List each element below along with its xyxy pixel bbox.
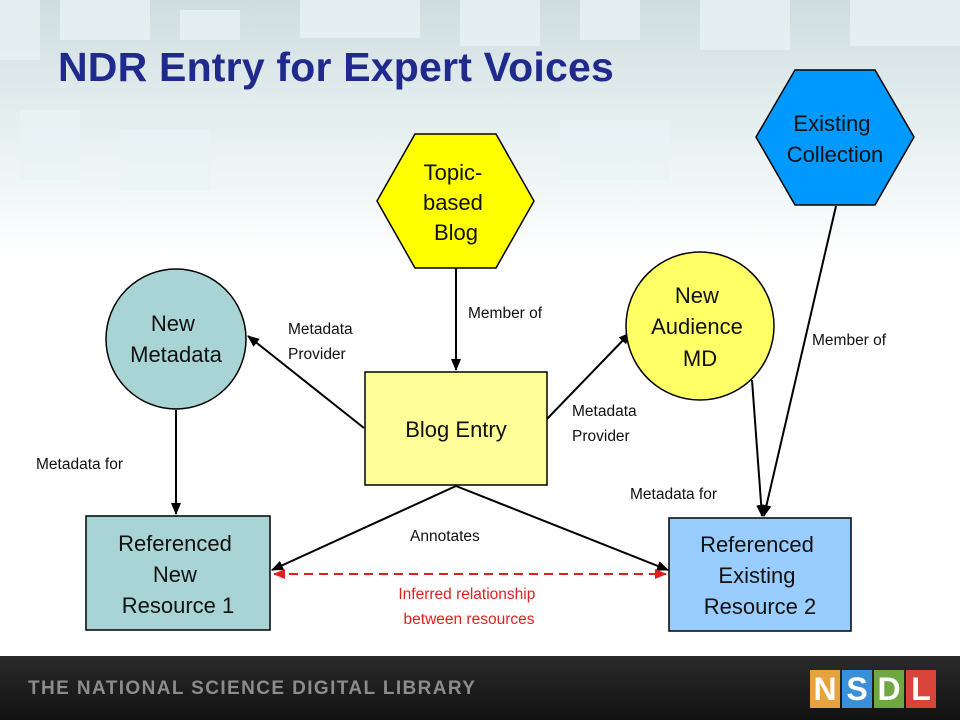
label-metadata-for-right: Metadata for xyxy=(630,486,717,503)
svg-text:Referenced New: Referenced New Resource 1 xyxy=(118,531,238,618)
label-metadata-provider-left: Metadata Provider xyxy=(288,321,357,363)
label-member-of-collection: Member of xyxy=(812,332,887,349)
logo-letter-n: N xyxy=(810,670,840,708)
footer-bar: THE NATIONAL SCIENCE DIGITAL LIBRARY N S… xyxy=(0,656,960,720)
node-new-audience-md: New Audience MD xyxy=(625,251,775,401)
svg-text:New Metadata: New Metadata xyxy=(130,311,222,367)
node-existing-collection: Existing Collection xyxy=(755,69,915,206)
logo-letter-d: D xyxy=(874,670,904,708)
edge-annotates-left xyxy=(271,485,457,571)
node-new-metadata: New Metadata xyxy=(105,268,247,410)
svg-text:Topic- based B: Topic- based Blog xyxy=(423,160,489,245)
node-blog-entry: Blog Entry xyxy=(364,371,548,486)
footer-text: THE NATIONAL SCIENCE DIGITAL LIBRARY xyxy=(28,678,477,699)
node-referenced-existing-resource: Referenced Existing Resource 2 xyxy=(668,517,852,632)
svg-text:New Audience M: New Audience MD xyxy=(651,283,749,371)
edge-metadata-provider-right xyxy=(545,332,631,421)
label-member-of-blog: Member of xyxy=(468,305,543,322)
node-referenced-new-resource: Referenced New Resource 1 xyxy=(85,515,271,631)
label-metadata-for-left: Metadata for xyxy=(36,456,123,473)
label-inferred-relationship: Inferred relationship between resources xyxy=(398,586,539,628)
nsdl-logo: N S D L xyxy=(810,670,938,708)
svg-text:Existing Collection: Existing Collection xyxy=(787,111,884,167)
page-title: NDR Entry for Expert Voices xyxy=(58,44,614,90)
logo-letter-s: S xyxy=(842,670,872,708)
edge-metadata-for-right xyxy=(751,379,767,517)
svg-text:Blog Entry: Blog Entry xyxy=(405,417,507,442)
edge-metadata-provider-left xyxy=(247,335,365,429)
label-annotates: Annotates xyxy=(410,528,480,545)
node-topic-based-blog: Topic- based Blog xyxy=(376,133,535,269)
edge-annotates-right xyxy=(455,485,669,571)
edge-member-of-collection xyxy=(761,205,837,517)
svg-text:Referenced Existing: Referenced Existing Resource 2 xyxy=(700,532,820,619)
logo-letter-l: L xyxy=(906,670,936,708)
label-metadata-provider-right: Metadata Provider xyxy=(572,403,641,445)
